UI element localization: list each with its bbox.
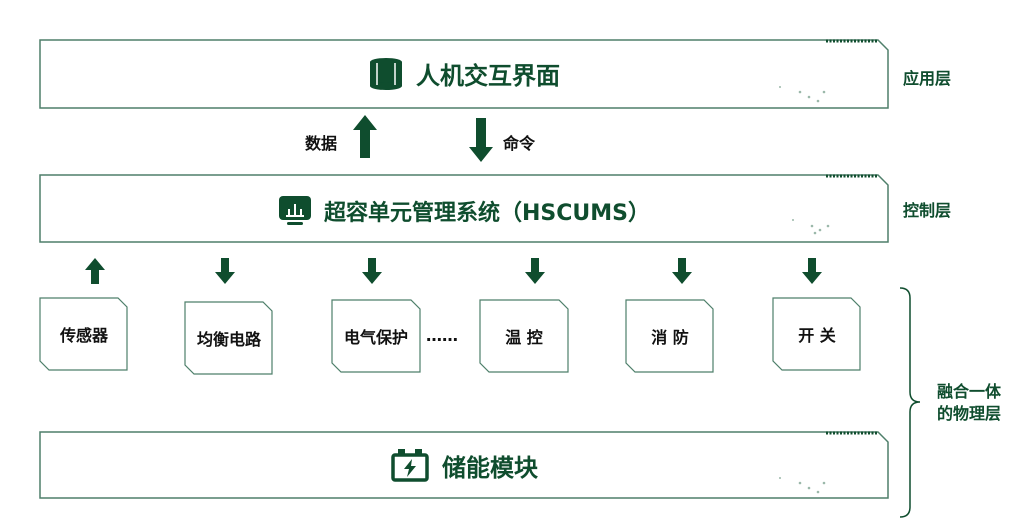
storage-layer-title: 储能模块 bbox=[40, 447, 888, 483]
battery-icon bbox=[391, 449, 429, 482]
node-switch: 开 关 bbox=[798, 326, 836, 345]
application-layer-label: 应用层 bbox=[903, 69, 952, 88]
command-down-arrow-icon bbox=[469, 118, 493, 162]
node-temperature-control: 温 控 bbox=[505, 328, 543, 347]
physical-layer-brace bbox=[899, 287, 921, 518]
node-fire-protection: 消 防 bbox=[651, 328, 689, 347]
node-box bbox=[625, 299, 714, 373]
physical-layer-label-line2: 的物理层 bbox=[937, 404, 1002, 423]
command-flow-label: 命令 bbox=[503, 134, 536, 153]
data-flow-label: 数据 bbox=[305, 134, 338, 153]
application-layer-box bbox=[39, 39, 889, 109]
down-arrow-icon bbox=[672, 258, 692, 284]
ellipsis: …… bbox=[426, 326, 458, 345]
control-layer-box bbox=[39, 174, 889, 243]
control-layer-label: 控制层 bbox=[903, 201, 952, 220]
down-arrow-icon bbox=[362, 258, 382, 284]
storage-layer-box bbox=[39, 431, 889, 499]
down-arrow-icon bbox=[802, 258, 822, 284]
node-electrical-protection: 电气保护 bbox=[343, 328, 408, 347]
sensor-up-arrow-icon bbox=[85, 258, 105, 284]
control-layer-title: 超容单元管理系统（HSCUMS） bbox=[40, 195, 888, 227]
decor-dots-icon bbox=[779, 86, 830, 494]
node-box bbox=[772, 297, 861, 371]
down-arrow-icon bbox=[525, 258, 545, 284]
node-sensor: 传感器 bbox=[59, 326, 108, 345]
node-box bbox=[479, 299, 569, 373]
node-box bbox=[39, 297, 128, 371]
node-box bbox=[184, 301, 273, 375]
down-arrow-icon bbox=[215, 258, 235, 284]
monitor-chart-icon bbox=[278, 196, 311, 225]
application-layer-title: 人机交互界面 bbox=[40, 56, 888, 91]
data-up-arrow-icon bbox=[353, 115, 377, 158]
layer-title-text: 超容单元管理系统（HSCUMS） bbox=[323, 201, 650, 226]
cylinder-icon bbox=[370, 57, 402, 90]
layer-title-text: 人机交互界面 bbox=[416, 62, 560, 90]
node-box bbox=[331, 299, 421, 373]
physical-layer-label-line1: 融合一体 bbox=[937, 382, 1002, 401]
layer-title-text: 储能模块 bbox=[442, 453, 538, 482]
node-balancing-circuit: 均衡电路 bbox=[196, 330, 261, 349]
